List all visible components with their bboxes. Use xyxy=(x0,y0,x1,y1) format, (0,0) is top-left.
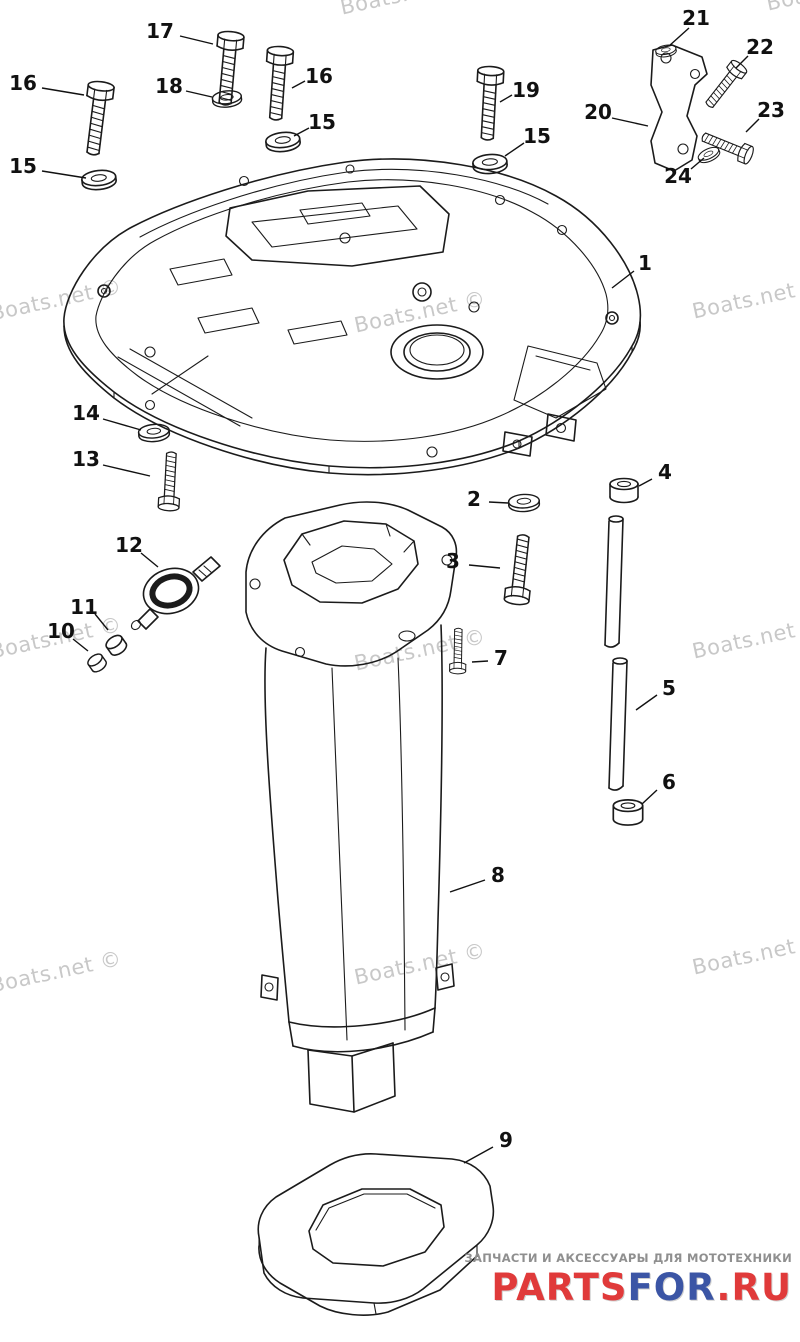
leader-line-3 xyxy=(468,564,501,569)
leader-line-4 xyxy=(638,478,653,487)
footer: ЗАПЧАСТИ И АКСЕССУАРЫ ДЛЯ МОТОТЕХНИКИ PA… xyxy=(465,1251,792,1306)
part-label-19: 19 xyxy=(512,78,540,102)
leader-line-7 xyxy=(471,660,489,663)
part-label-11: 11 xyxy=(70,595,98,619)
leader-line-16 xyxy=(291,80,306,89)
leader-line-2 xyxy=(488,501,509,504)
part-label-15: 15 xyxy=(308,110,336,134)
part-label-21: 21 xyxy=(682,6,710,30)
part-label-12: 12 xyxy=(115,533,143,557)
leader-line-20 xyxy=(611,117,649,127)
hardware-fasteners xyxy=(79,29,756,826)
small-fittings xyxy=(87,634,128,673)
footer-logo: PARTSFOR.RU xyxy=(465,1269,792,1306)
tube-5 xyxy=(604,515,628,791)
footer-tagline: ЗАПЧАСТИ И АКСЕССУАРЫ ДЛЯ МОТОТЕХНИКИ xyxy=(464,1251,792,1265)
bracket-plate xyxy=(650,44,708,172)
leader-line-1 xyxy=(611,270,635,289)
leader-line-8 xyxy=(449,879,486,893)
part-label-7: 7 xyxy=(494,646,508,670)
part-label-14: 14 xyxy=(72,401,100,425)
part-label-24: 24 xyxy=(664,164,692,188)
gasket xyxy=(257,1153,495,1316)
part-label-3: 3 xyxy=(446,549,460,573)
part-label-15: 15 xyxy=(9,154,37,178)
part-label-18: 18 xyxy=(155,74,183,98)
leader-line-15 xyxy=(41,170,87,179)
part-label-4: 4 xyxy=(658,460,672,484)
leader-line-21 xyxy=(668,27,690,47)
footer-logo-segment: .RU xyxy=(716,1266,792,1309)
part-label-6: 6 xyxy=(662,770,676,794)
leader-line-19 xyxy=(499,94,513,103)
leader-line-17 xyxy=(179,35,214,45)
oil-pressure-sensor xyxy=(130,556,221,631)
footer-logo-segment: FOR xyxy=(627,1266,717,1309)
part-label-10: 10 xyxy=(47,619,75,643)
part-label-17: 17 xyxy=(146,19,174,43)
exhaust-tube xyxy=(245,501,458,1113)
leader-line-13 xyxy=(102,464,151,477)
leader-line-12 xyxy=(140,552,159,568)
part-label-16: 16 xyxy=(9,71,37,95)
part-label-22: 22 xyxy=(746,35,774,59)
part-label-13: 13 xyxy=(72,447,100,471)
leader-line-16 xyxy=(41,87,85,96)
leader-line-9 xyxy=(463,1146,494,1164)
part-label-9: 9 xyxy=(499,1128,513,1152)
leader-line-5 xyxy=(635,694,658,711)
part-label-2: 2 xyxy=(467,487,481,511)
part-label-8: 8 xyxy=(491,863,505,887)
part-label-15: 15 xyxy=(523,124,551,148)
part-label-5: 5 xyxy=(662,676,676,700)
leader-line-11 xyxy=(94,613,109,631)
leader-line-22 xyxy=(735,55,749,69)
leader-line-14 xyxy=(102,418,142,431)
leader-line-18 xyxy=(185,90,213,98)
part-label-16: 16 xyxy=(305,64,333,88)
adapter-plate xyxy=(63,158,642,476)
leader-line-15 xyxy=(293,127,310,137)
footer-logo-segment: PARTS xyxy=(491,1266,628,1309)
leader-line-24 xyxy=(690,157,705,170)
leader-line-10 xyxy=(72,638,89,652)
part-label-1: 1 xyxy=(638,251,652,275)
leader-line-23 xyxy=(745,118,760,133)
leader-line-15 xyxy=(504,142,525,157)
part-label-20: 20 xyxy=(584,100,612,124)
part-label-23: 23 xyxy=(757,98,785,122)
leader-line-6 xyxy=(641,789,658,805)
